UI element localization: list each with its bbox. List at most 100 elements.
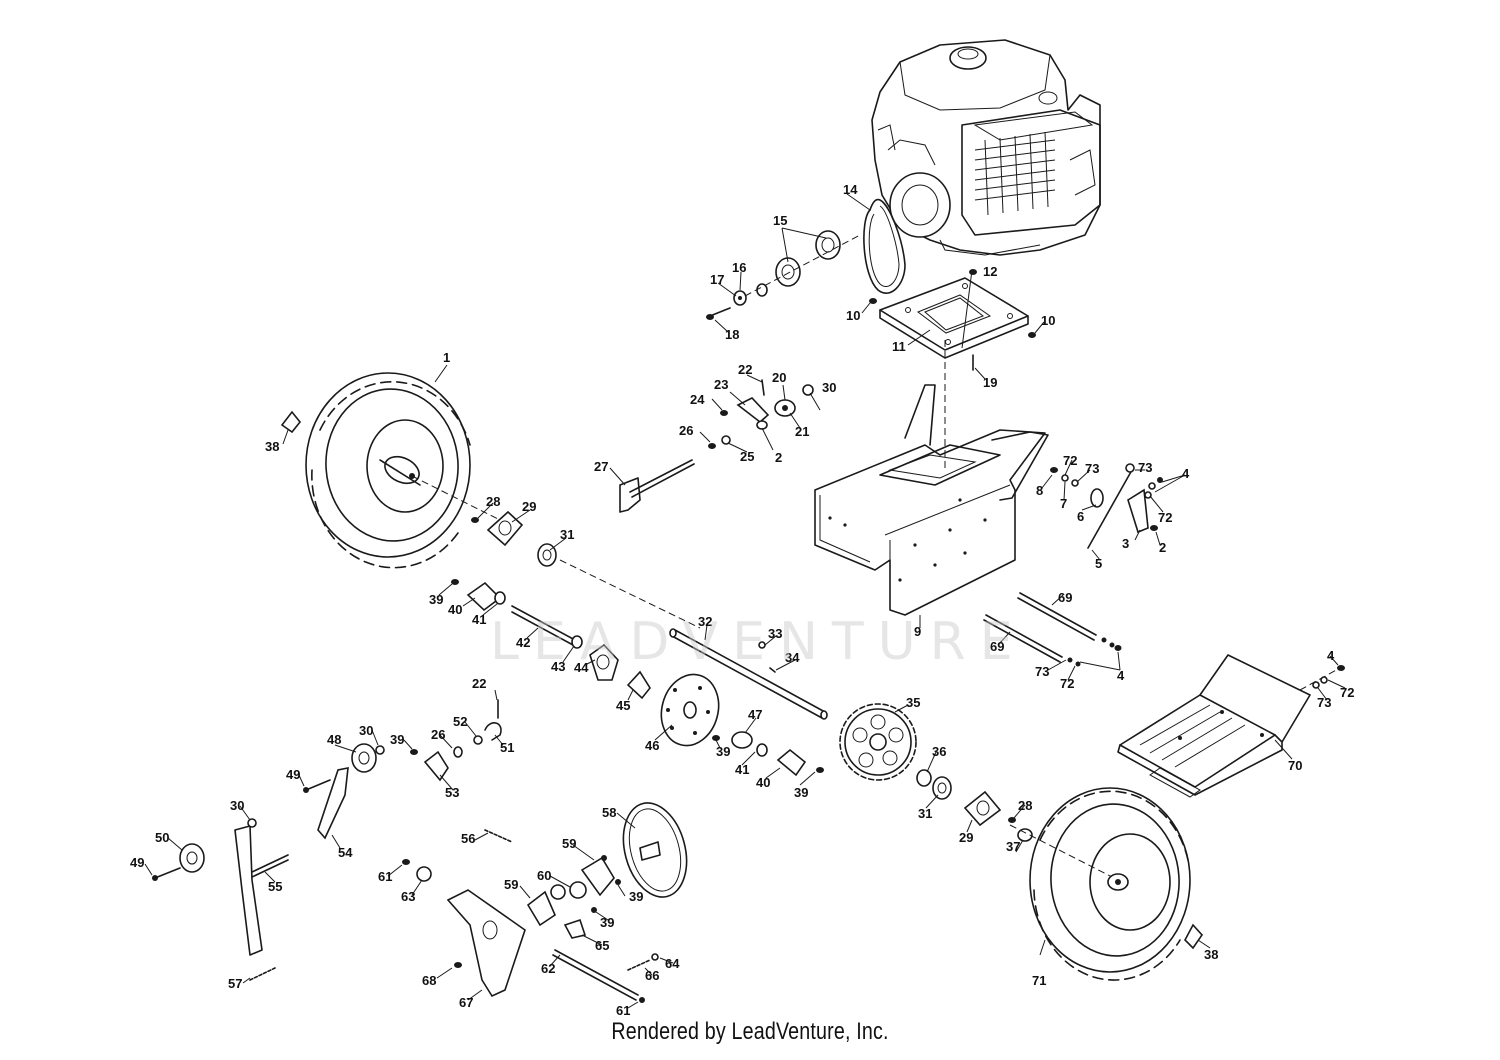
part-label: 41 bbox=[735, 762, 749, 777]
part-label: 36 bbox=[932, 744, 946, 759]
part-label: 26 bbox=[431, 727, 445, 742]
part-label: 12 bbox=[983, 264, 997, 279]
part-label: 60 bbox=[537, 868, 551, 883]
part-label: 53 bbox=[445, 785, 459, 800]
engine bbox=[871, 39, 1101, 256]
part-label: 72 bbox=[1060, 676, 1074, 691]
part-label: 10 bbox=[1041, 313, 1055, 328]
part-label: 59 bbox=[562, 836, 576, 851]
part-label: 29 bbox=[522, 499, 536, 514]
shift-lever-linkage bbox=[152, 699, 513, 981]
part-label: 21 bbox=[795, 424, 809, 439]
part-label: 3 bbox=[1122, 536, 1129, 551]
part-label: 16 bbox=[732, 260, 746, 275]
part-label: 37 bbox=[1006, 839, 1020, 854]
part-label: 62 bbox=[541, 961, 555, 976]
part-label: 54 bbox=[338, 845, 353, 860]
part-label: 10 bbox=[846, 308, 860, 323]
part-label: 27 bbox=[594, 459, 608, 474]
part-label: 66 bbox=[645, 968, 659, 983]
part-label: 26 bbox=[679, 423, 693, 438]
idler-arm-assembly bbox=[402, 855, 659, 1003]
part-label: 42 bbox=[516, 635, 530, 650]
part-label: 50 bbox=[155, 830, 169, 845]
part-label: 38 bbox=[1204, 947, 1218, 962]
part-label: 30 bbox=[230, 798, 244, 813]
part-label: 73 bbox=[1317, 695, 1331, 710]
part-label: 47 bbox=[748, 707, 762, 722]
part-label: 4 bbox=[1182, 466, 1190, 481]
part-label: 17 bbox=[710, 272, 724, 287]
part-label: 15 bbox=[773, 213, 787, 228]
bottom-plate bbox=[1117, 654, 1345, 798]
part-label: 40 bbox=[448, 602, 462, 617]
support-rods bbox=[983, 592, 1122, 667]
part-label: 39 bbox=[629, 889, 643, 904]
part-label: 25 bbox=[740, 449, 754, 464]
part-label: 4 bbox=[1327, 648, 1335, 663]
part-label: 41 bbox=[472, 612, 486, 627]
part-label: 5 bbox=[1095, 556, 1102, 571]
drive-sprocket bbox=[839, 703, 917, 781]
part-label: 39 bbox=[429, 592, 443, 607]
part-label: 70 bbox=[1288, 758, 1302, 773]
part-label: 29 bbox=[959, 830, 973, 845]
part-label: 48 bbox=[327, 732, 341, 747]
friction-disc-assembly bbox=[626, 670, 824, 777]
right-bearing-assembly bbox=[916, 769, 1119, 881]
v-pulley bbox=[622, 802, 688, 898]
part-label: 30 bbox=[359, 723, 373, 738]
part-label: 33 bbox=[768, 626, 782, 641]
part-label: 39 bbox=[390, 732, 404, 747]
part-label: 71 bbox=[1032, 973, 1046, 988]
part-label: 20 bbox=[772, 370, 786, 385]
part-label: 35 bbox=[906, 695, 920, 710]
part-label: 7 bbox=[1060, 496, 1067, 511]
part-label: 28 bbox=[486, 494, 500, 509]
part-label: 32 bbox=[698, 614, 712, 629]
part-label: 39 bbox=[794, 785, 808, 800]
part-label: 31 bbox=[560, 527, 574, 542]
part-label: 55 bbox=[268, 879, 282, 894]
right-wheel-clip bbox=[1184, 923, 1204, 950]
engine-mount-plate bbox=[869, 269, 1036, 470]
part-label: 57 bbox=[228, 976, 242, 991]
part-label: 1 bbox=[443, 350, 450, 365]
part-label: 63 bbox=[401, 889, 415, 904]
part-label: 44 bbox=[574, 660, 589, 675]
leader-lines bbox=[144, 193, 1346, 1009]
part-label: 2 bbox=[1159, 540, 1166, 555]
left-wheel-clip bbox=[280, 410, 302, 434]
left-bearing-assembly bbox=[451, 510, 701, 681]
part-label: 40 bbox=[756, 775, 770, 790]
part-label: 19 bbox=[983, 375, 997, 390]
part-label: 14 bbox=[843, 182, 858, 197]
part-label: 45 bbox=[616, 698, 630, 713]
axle-shaft bbox=[669, 628, 828, 720]
part-label: 59 bbox=[504, 877, 518, 892]
part-label: 38 bbox=[265, 439, 279, 454]
part-label: 68 bbox=[422, 973, 436, 988]
part-label: 46 bbox=[645, 738, 659, 753]
part-label: 64 bbox=[665, 956, 680, 971]
part-label: 39 bbox=[716, 744, 730, 759]
part-label: 34 bbox=[785, 650, 800, 665]
part-label: 69 bbox=[990, 639, 1004, 654]
part-label: 72 bbox=[1063, 453, 1077, 468]
part-label: 43 bbox=[551, 659, 565, 674]
part-label: 22 bbox=[738, 362, 752, 377]
part-label: 56 bbox=[461, 831, 475, 846]
part-label: 31 bbox=[918, 806, 932, 821]
pulley-assembly bbox=[706, 230, 861, 320]
part-label: 28 bbox=[1018, 798, 1032, 813]
part-label: 61 bbox=[378, 869, 392, 884]
part-label: 11 bbox=[892, 339, 906, 354]
part-label: 9 bbox=[914, 624, 921, 639]
part-label: 8 bbox=[1036, 483, 1043, 498]
part-label: 22 bbox=[472, 676, 486, 691]
part-label: 2 bbox=[775, 450, 782, 465]
part-label: 58 bbox=[602, 805, 616, 820]
part-label: 69 bbox=[1058, 590, 1072, 605]
part-label: 18 bbox=[725, 327, 739, 342]
